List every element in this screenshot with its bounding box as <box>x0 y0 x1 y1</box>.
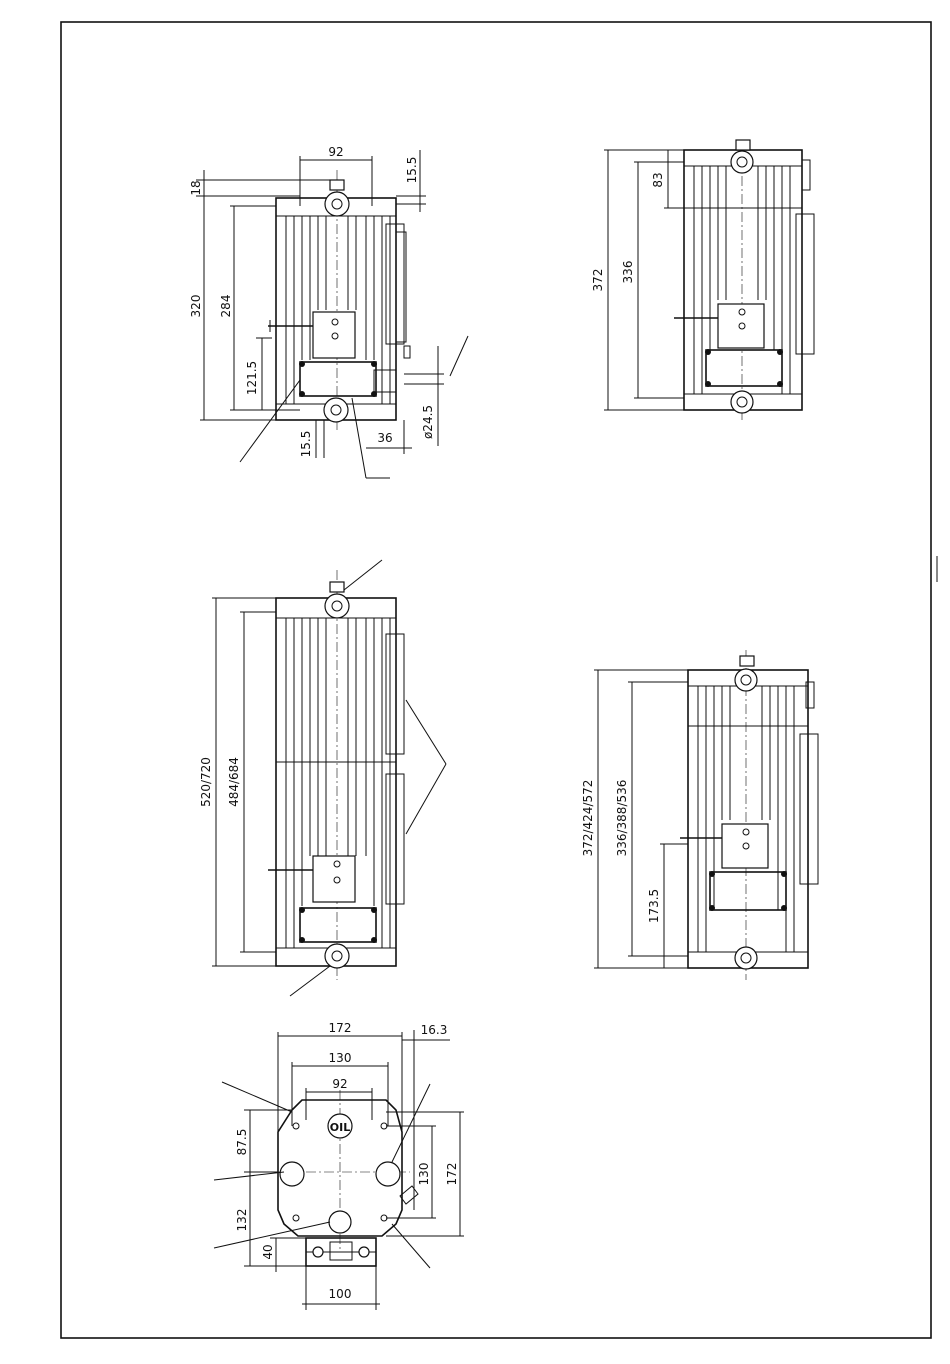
bottom-port <box>325 944 349 968</box>
dim-16-3: 16.3 <box>421 1023 448 1037</box>
dim-172-top: 172 <box>329 1021 352 1035</box>
dim-15-5-bottom: 15.5 <box>299 431 313 458</box>
port-left <box>280 1162 304 1186</box>
top-port <box>731 151 753 173</box>
view-middle-left: 520/720 484/684 <box>199 560 446 996</box>
bottom-port <box>731 391 753 413</box>
dim-18: 18 <box>189 180 203 195</box>
top-port <box>735 669 757 691</box>
dim-172-right: 172 <box>445 1163 459 1186</box>
dim-484-684: 484/684 <box>227 757 241 807</box>
dim-92: 92 <box>328 145 343 159</box>
dim-173-5: 173.5 <box>647 889 661 923</box>
dim-92-end: 92 <box>332 1077 347 1091</box>
port-right <box>376 1162 400 1186</box>
valve-block <box>718 304 764 348</box>
valve-block <box>722 824 768 868</box>
dim-100: 100 <box>329 1287 352 1301</box>
dim-336: 336 <box>621 261 635 284</box>
drawing-border <box>61 22 931 1338</box>
dim-130-right: 130 <box>417 1163 431 1186</box>
dim-336-388-536: 336/388/536 <box>615 780 629 857</box>
top-nut <box>330 180 344 190</box>
oil-plug-label: OIL <box>330 1121 350 1134</box>
dim-132: 132 <box>235 1209 249 1232</box>
terminal-box <box>706 350 782 386</box>
view-top-right: 372 336 83 <box>591 140 814 420</box>
bottom-port <box>324 398 348 422</box>
terminal-box <box>300 362 376 396</box>
dim-121-5: 121.5 <box>245 361 259 395</box>
view-middle-right: 372/424/572 336/388/536 173.5 <box>581 650 818 980</box>
dim-40: 40 <box>261 1244 275 1259</box>
dim-520-720: 520/720 <box>199 757 213 807</box>
bottom-port <box>735 947 757 969</box>
dim-130-top: 130 <box>329 1051 352 1065</box>
view-end: OIL 172 16.3 130 92 172 <box>214 1021 464 1310</box>
top-port <box>325 594 349 618</box>
dim-83: 83 <box>651 172 665 187</box>
dim-87-5: 87.5 <box>235 1129 249 1156</box>
top-port <box>325 192 349 216</box>
dim-24-5: ø24.5 <box>421 405 435 439</box>
dim-284: 284 <box>219 295 233 318</box>
terminal-box <box>300 908 376 942</box>
port-bottom <box>329 1211 351 1233</box>
dim-320: 320 <box>189 295 203 318</box>
dim-372-424-572: 372/424/572 <box>581 780 595 857</box>
terminal-box <box>710 872 786 910</box>
dim-36: 36 <box>377 431 392 445</box>
view-top-left: 92 18 15.5 320 284 121.5 15.5 36 ø24.5 <box>189 145 468 478</box>
dim-15-5-top: 15.5 <box>405 157 419 184</box>
dim-372: 372 <box>591 269 605 292</box>
